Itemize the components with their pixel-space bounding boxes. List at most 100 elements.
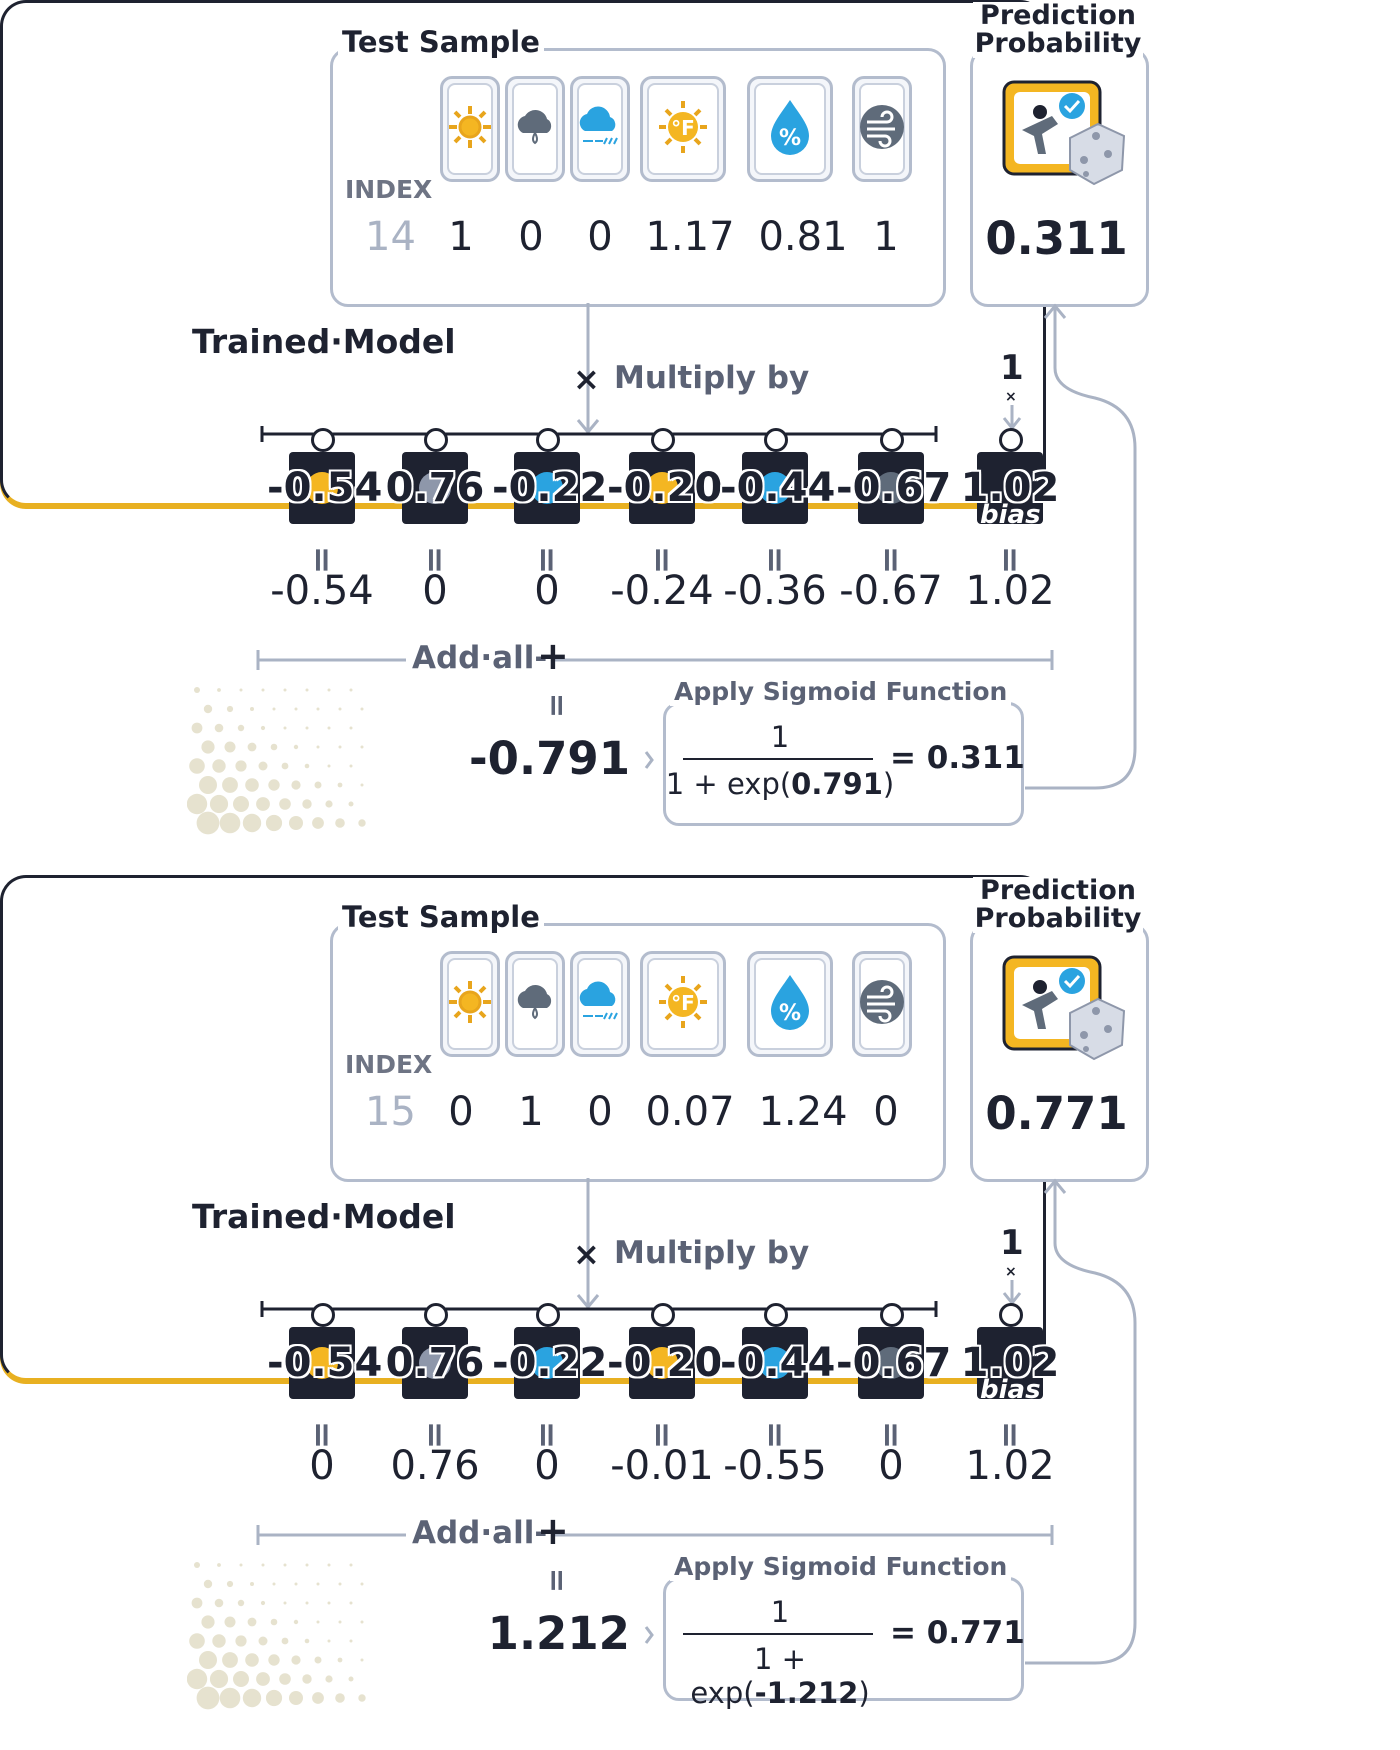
feature-value: 1 — [873, 214, 899, 260]
weight-bag — [514, 452, 580, 524]
bias-weight-bag — [977, 452, 1043, 524]
snow-cloud-icon — [531, 1347, 563, 1379]
feature-card-humidity: % — [747, 951, 833, 1057]
feature-value: 0.81 — [758, 214, 848, 260]
product-value: 1.02 — [965, 568, 1055, 614]
temperature-icon: °F — [651, 974, 715, 1034]
weight-bag — [402, 452, 468, 524]
weight-bag — [858, 452, 924, 524]
weight-hook — [764, 1303, 788, 1327]
prediction-title: Prediction Probability — [973, 2, 1143, 58]
exp-argument: 0.791 — [791, 767, 883, 801]
sum-equals-sign: = — [539, 1567, 575, 1594]
exp-argument: -1.212 — [754, 1676, 859, 1710]
feature-value: 1 — [518, 1089, 544, 1135]
weight-bag — [629, 452, 695, 524]
sun-icon — [446, 978, 494, 1030]
feature-card-rain — [505, 951, 565, 1057]
weight-hook — [311, 428, 335, 452]
bias-times-sign: × — [1005, 389, 1017, 405]
feature-value: 0 — [448, 1089, 474, 1135]
bias-value: 1.02 — [960, 465, 1060, 511]
bias-label: bias — [980, 1375, 1041, 1405]
weight-hook — [536, 428, 560, 452]
index-label: INDEX — [345, 1050, 433, 1079]
temperature-icon — [646, 472, 678, 504]
test-sample-title: Test Sample — [338, 25, 544, 59]
weight-value: 0.76 — [385, 465, 485, 511]
weight-value: -0.54 — [267, 1340, 383, 1386]
weight-hook — [999, 1303, 1023, 1327]
weight-hook — [764, 428, 788, 452]
product-value: -0.55 — [723, 1443, 827, 1489]
product-value: 0 — [534, 568, 560, 614]
bias-weight-bag — [977, 1327, 1043, 1399]
product-value: 0.76 — [390, 1443, 480, 1489]
wind-icon — [875, 472, 907, 504]
golf-dice-icon — [1000, 78, 1130, 207]
weight-bag — [742, 452, 808, 524]
weight-bag — [289, 452, 355, 524]
feature-card-temperature: °F — [640, 951, 726, 1057]
humidity-icon — [759, 1347, 791, 1379]
prediction-title: Prediction Probability — [973, 877, 1143, 933]
weight-value: -0.20 — [607, 1340, 723, 1386]
weight-hook — [311, 1303, 335, 1327]
exp-prefix: 1 + exp( — [665, 767, 792, 801]
test-sample-title: Test Sample — [338, 900, 544, 934]
product-value: -0.01 — [610, 1443, 714, 1489]
product-value: 0 — [422, 568, 448, 614]
weight-bag — [742, 1327, 808, 1399]
prediction-title-line1: Prediction — [980, 875, 1136, 906]
rain-cloud-icon — [511, 103, 559, 155]
multiply-label: Multiply by — [614, 1235, 810, 1271]
feature-card-sun — [440, 76, 500, 182]
plus-sign: + — [537, 634, 569, 678]
prediction-title-line2: Probability — [974, 903, 1142, 934]
rain-cloud-icon — [419, 472, 451, 504]
weight-value: -0.67 — [836, 1340, 952, 1386]
wind-icon — [875, 1347, 907, 1379]
sigmoid-title: Apply Sigmoid Function — [670, 677, 1012, 706]
dots-decoration-bottom — [187, 1562, 366, 1710]
feature-value: 0 — [587, 1089, 613, 1135]
sigmoid-denominator: 1 + exp(0.791) — [665, 767, 895, 801]
product-value: -0.67 — [839, 568, 943, 614]
test-sample-box — [330, 48, 946, 307]
bias-multiplier: 1 — [1000, 1223, 1024, 1263]
sigmoid-denominator: 1 + exp(-1.212) — [665, 1642, 895, 1710]
weight-value: -0.54 — [267, 465, 383, 511]
weight-value: -0.20 — [607, 465, 723, 511]
golf-dice-icon — [1000, 953, 1130, 1082]
example-panel: Test Sample °F % INDEX 15 0 1 0 0.07 1.2… — [0, 875, 1400, 1750]
weight-hook — [651, 1303, 675, 1327]
sun-icon — [306, 472, 338, 504]
sigmoid-result: = 0.311 — [890, 740, 1025, 776]
sigmoid-result: = 0.771 — [890, 1615, 1025, 1651]
product-value: 0 — [309, 1443, 335, 1489]
plus-sign: + — [537, 1509, 569, 1553]
humidity-icon — [759, 472, 791, 504]
feature-card-snow — [570, 951, 630, 1057]
index-label: INDEX — [345, 175, 433, 204]
weight-bag — [289, 1327, 355, 1399]
multiply-sign: × — [573, 360, 600, 398]
humidity-icon: % — [765, 972, 815, 1036]
feature-value: 1.24 — [758, 1089, 848, 1135]
weight-hook — [880, 428, 904, 452]
sigmoid-title: Apply Sigmoid Function — [670, 1552, 1012, 1581]
feature-card-temperature: °F — [640, 76, 726, 182]
weight-hook — [999, 428, 1023, 452]
wind-icon — [857, 977, 907, 1031]
weight-value: -0.67 — [836, 465, 952, 511]
weight-hook — [424, 1303, 448, 1327]
sum-equals-sign: = — [539, 692, 575, 719]
index-value: 15 — [365, 1089, 416, 1135]
feature-value: 0.07 — [645, 1089, 735, 1135]
weight-value: -0.22 — [492, 465, 608, 511]
bias-times-sign: × — [1005, 1264, 1017, 1280]
feature-card-sun — [440, 951, 500, 1057]
weight-bag — [514, 1327, 580, 1399]
prediction-title-line1: Prediction — [980, 0, 1136, 31]
weighted-sum: -0.791 — [468, 732, 630, 785]
